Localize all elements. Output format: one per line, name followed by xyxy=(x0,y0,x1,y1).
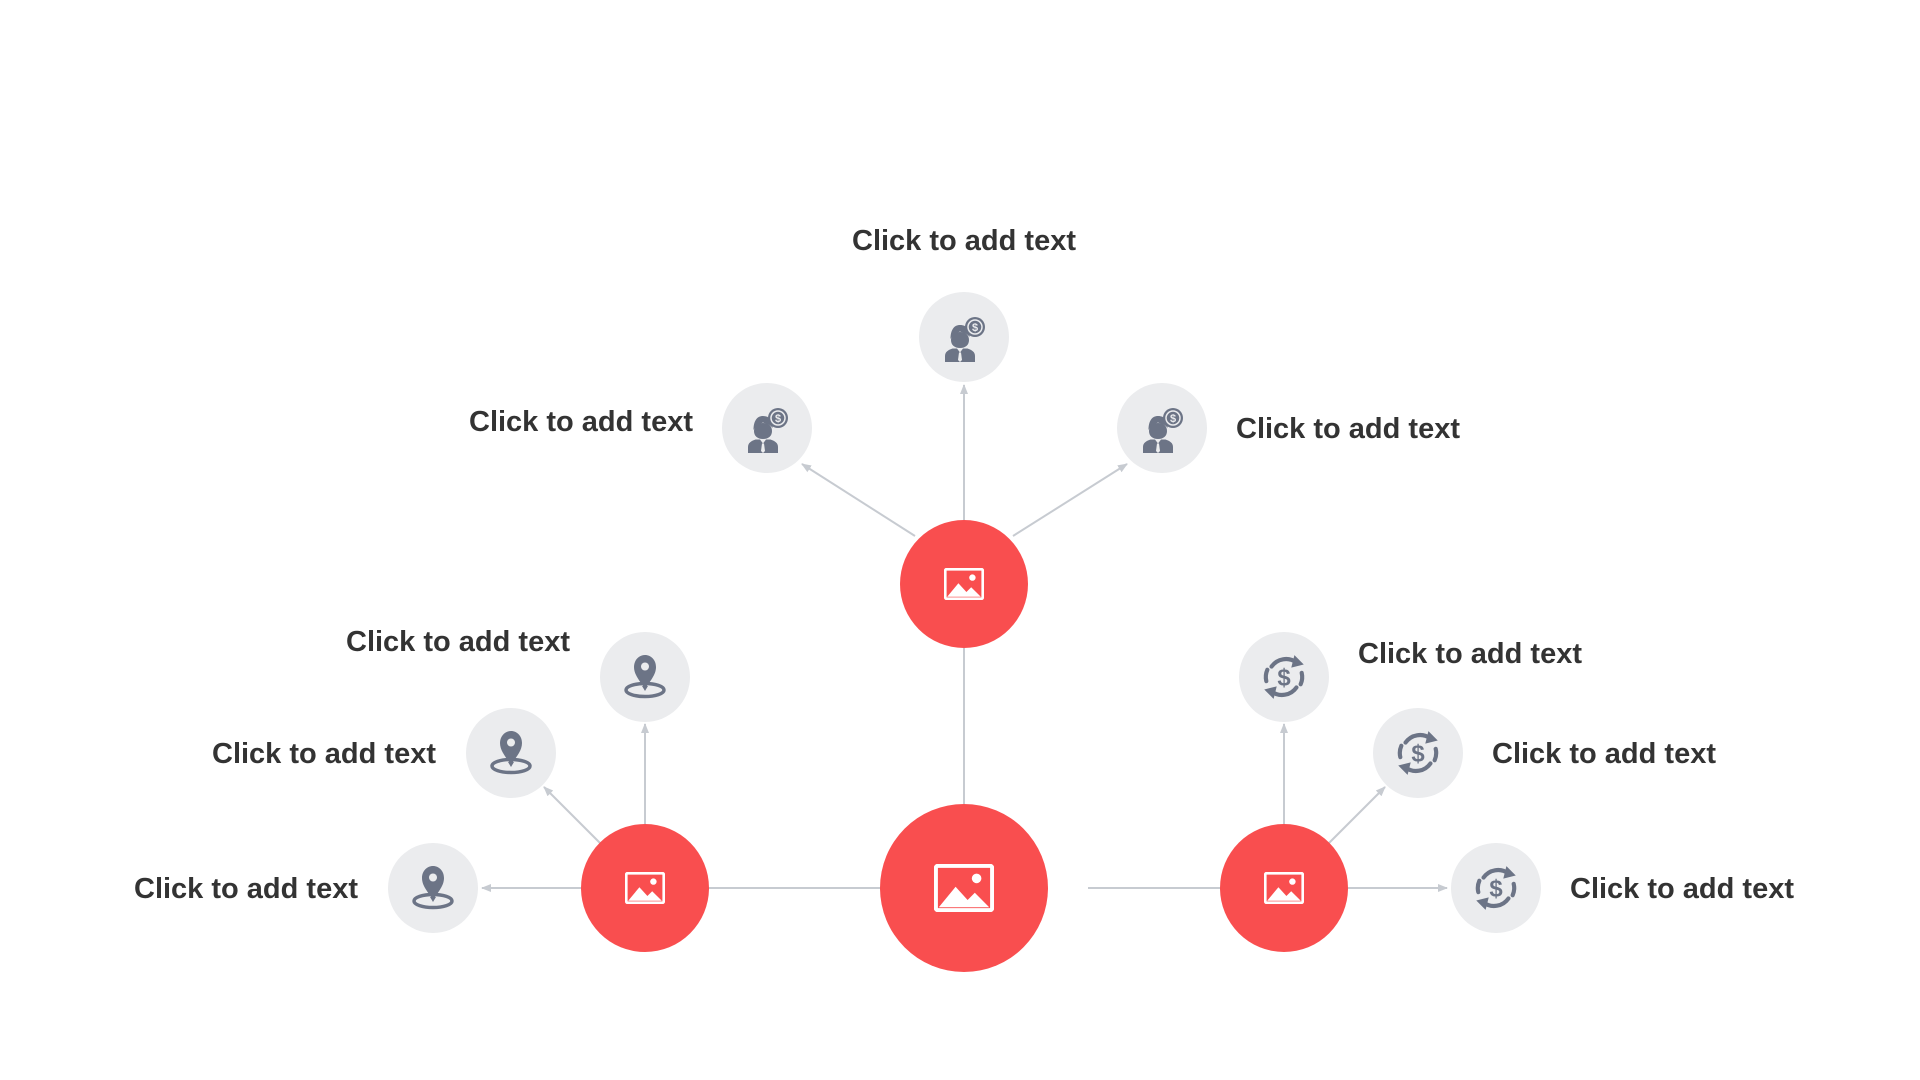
top-node-3-label[interactable]: Click to add text xyxy=(1236,413,1460,445)
top-node-2[interactable] xyxy=(919,292,1009,382)
right-node-1-label[interactable]: Click to add text xyxy=(1358,638,1582,670)
center-node[interactable] xyxy=(880,804,1048,972)
left-node-1[interactable] xyxy=(388,843,478,933)
left-node-3[interactable] xyxy=(600,632,690,722)
right-node-1[interactable] xyxy=(1239,632,1329,722)
arrow-right-hub-to-node-2 xyxy=(1326,786,1386,846)
left-node-2[interactable] xyxy=(466,708,556,798)
hub-left[interactable] xyxy=(581,824,709,952)
right-node-2-label[interactable]: Click to add text xyxy=(1492,738,1716,770)
connectors xyxy=(481,384,1448,892)
top-node-1[interactable] xyxy=(722,383,812,473)
left-node-2-label[interactable]: Click to add text xyxy=(212,738,436,770)
right-node-3-label[interactable]: Click to add text xyxy=(1570,873,1794,905)
top-node-2-label[interactable]: Click to add text xyxy=(852,225,1076,257)
left-node-1-label[interactable]: Click to add text xyxy=(134,873,358,905)
top-node-3[interactable] xyxy=(1117,383,1207,473)
arrow-top-hub-to-node-1 xyxy=(801,463,916,537)
arrow-left-hub-to-node-2 xyxy=(543,786,603,846)
top-node-1-label[interactable]: Click to add text xyxy=(469,406,693,438)
arrow-top-hub-to-node-3 xyxy=(1012,463,1128,537)
hub-right[interactable] xyxy=(1220,824,1348,952)
right-node-3[interactable] xyxy=(1451,843,1541,933)
right-node-2[interactable] xyxy=(1373,708,1463,798)
left-node-3-label[interactable]: Click to add text xyxy=(346,626,570,658)
hub-top[interactable] xyxy=(900,520,1028,648)
